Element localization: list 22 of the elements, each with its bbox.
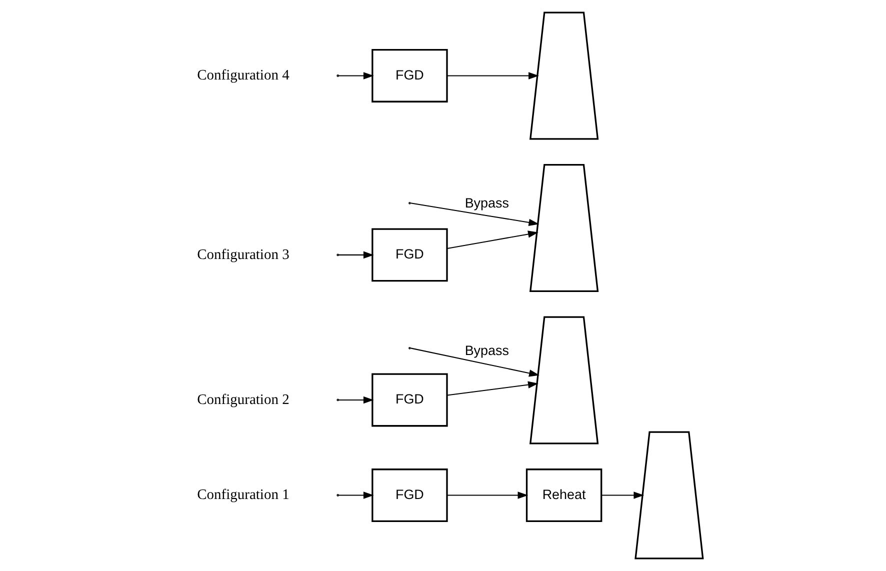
arrow [447, 381, 538, 396]
label: Configuration 2 [197, 392, 290, 408]
node-box: FGD [372, 49, 448, 102]
arrow [447, 230, 538, 249]
node-box: FGD [372, 468, 448, 522]
edge-label: Bypass [464, 196, 509, 211]
arrow [338, 396, 374, 404]
arrow [447, 492, 528, 499]
arrow [601, 492, 644, 499]
label: Configuration 1 [197, 487, 290, 504]
arrow [410, 348, 540, 377]
arrow [338, 492, 374, 499]
node-box: FGD [372, 373, 448, 427]
arrow [338, 251, 374, 259]
arrow [338, 72, 374, 80]
label: Configuration 4 [197, 68, 290, 84]
node-box: FGD [372, 228, 448, 282]
arrow [410, 202, 540, 226]
edge-label: Bypass [464, 342, 509, 358]
arrow [447, 72, 539, 80]
label: Configuration 3 [197, 246, 290, 263]
node-box: Reheat [526, 468, 602, 522]
